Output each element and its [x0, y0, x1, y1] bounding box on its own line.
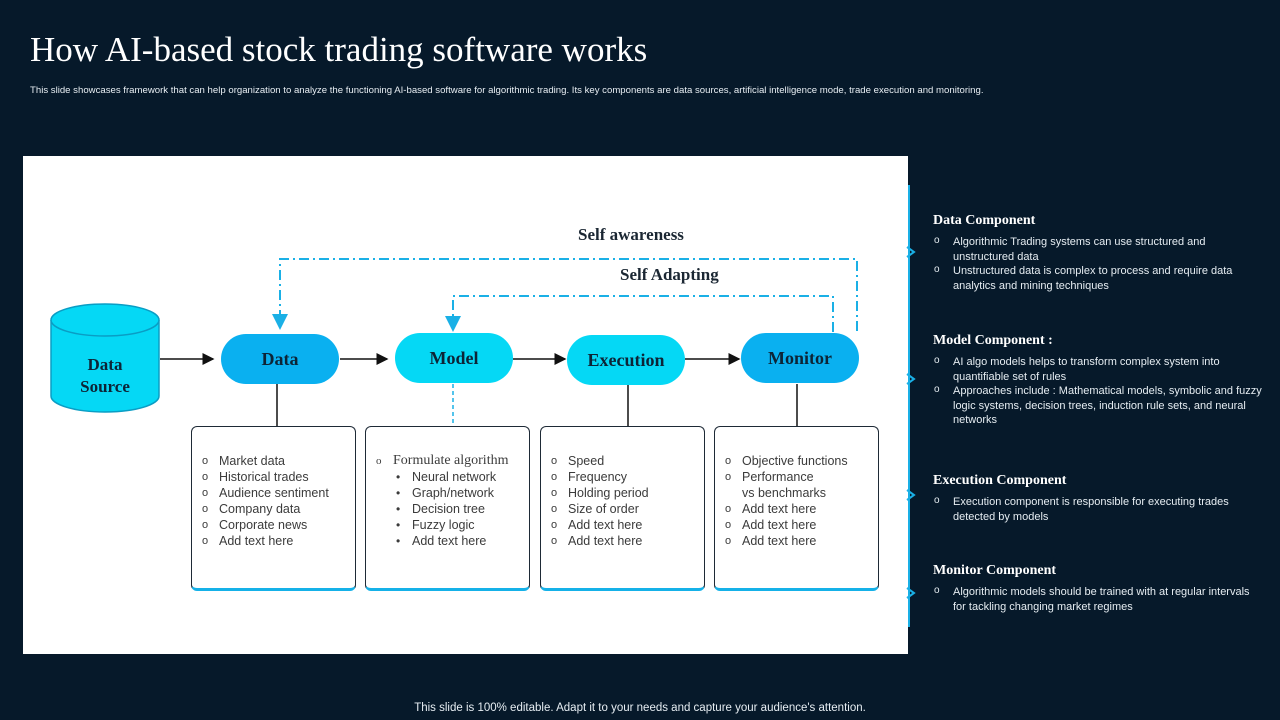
data-details-box: Market data Historical trades Audience s…	[191, 426, 356, 591]
model-component-title: Model Component :	[933, 333, 1053, 348]
model-details-box: Formulate algorithm Neural network Graph…	[365, 426, 530, 591]
list-item: Market data	[200, 453, 355, 469]
data-source-label-line2: Source	[80, 377, 130, 396]
monitor-component: Monitor Component Algorithmic models sho…	[933, 563, 1263, 614]
list-item: Add text here	[723, 517, 878, 533]
list-item-continuation: vs benchmarks	[742, 486, 827, 500]
chevron-right-icon	[906, 246, 916, 258]
monitor-details-box: Objective functions Performance vs bench…	[714, 426, 879, 591]
footer-note: This slide is 100% editable. Adapt it to…	[414, 702, 866, 714]
bullet: Algorithmic Trading systems can use stru…	[933, 234, 1263, 264]
chevron-right-icon	[906, 373, 916, 385]
list-item: Neural network	[374, 469, 529, 485]
chevron-right-icon	[906, 489, 916, 501]
data-source-label: Data Source	[51, 354, 159, 398]
list-item: Speed	[549, 453, 704, 469]
list-item: Objective functions	[723, 453, 878, 469]
self-awareness-loop	[272, 258, 858, 331]
bullet: Unstructured data is complex to process …	[933, 263, 1263, 293]
list-item: Add text here	[723, 533, 878, 549]
list-heading: Formulate algorithm	[374, 453, 529, 469]
list-item: Add text here	[549, 533, 704, 549]
data-component-title: Data Component	[933, 213, 1036, 228]
list-item: Holding period	[549, 485, 704, 501]
chevron-right-icon	[906, 587, 916, 599]
bullet: Algorithmic models should be trained wit…	[933, 584, 1263, 614]
execution-component: Execution Component Execution component …	[933, 473, 1263, 524]
execution-component-title: Execution Component	[933, 473, 1067, 488]
bullet: AI algo models helps to transform comple…	[933, 354, 1263, 384]
page-subtitle: This slide showcases framework that can …	[30, 85, 984, 96]
list-item: Historical trades	[200, 469, 355, 485]
node-data: Data	[221, 334, 339, 384]
node-monitor: Monitor	[741, 333, 859, 383]
node-model: Model	[395, 333, 513, 383]
list-item: Frequency	[549, 469, 704, 485]
list-item: Performance	[723, 469, 878, 485]
timeline-line	[908, 185, 910, 627]
flow-connectors	[50, 258, 858, 426]
list-item: Add text here	[549, 517, 704, 533]
model-component: Model Component : AI algo models helps t…	[933, 333, 1263, 428]
page-title: How AI-based stock trading software work…	[30, 30, 648, 69]
self-adapting-loop	[445, 295, 834, 332]
database-cylinder-icon	[50, 303, 160, 413]
node-execution: Execution	[567, 335, 685, 385]
bullet: Execution component is responsible for e…	[933, 494, 1263, 524]
monitor-component-title: Monitor Component	[933, 563, 1057, 578]
list-item: Corporate news	[200, 517, 355, 533]
execution-details-box: Speed Frequency Holding period Size of o…	[540, 426, 705, 591]
list-item: Audience sentiment	[200, 485, 355, 501]
list-item: Fuzzy logic	[374, 517, 529, 533]
data-source-label-line1: Data	[87, 355, 123, 374]
list-item: Size of order	[549, 501, 704, 517]
list-item: Add text here	[374, 533, 529, 549]
components-panel: Data Component Algorithmic Trading syste…	[906, 185, 1280, 627]
list-item: Add text here	[723, 501, 878, 517]
list-item: Company data	[200, 501, 355, 517]
diagram-panel: Data Source Self awareness Self Adapting…	[23, 156, 908, 654]
data-component: Data Component Algorithmic Trading syste…	[933, 213, 1263, 293]
self-awareness-label: Self awareness	[578, 225, 684, 244]
list-item: Graph/network	[374, 485, 529, 501]
bullet: Approaches include : Mathematical models…	[933, 383, 1263, 428]
list-item: Decision tree	[374, 501, 529, 517]
list-item: Add text here	[200, 533, 355, 549]
self-adapting-label: Self Adapting	[620, 265, 719, 284]
